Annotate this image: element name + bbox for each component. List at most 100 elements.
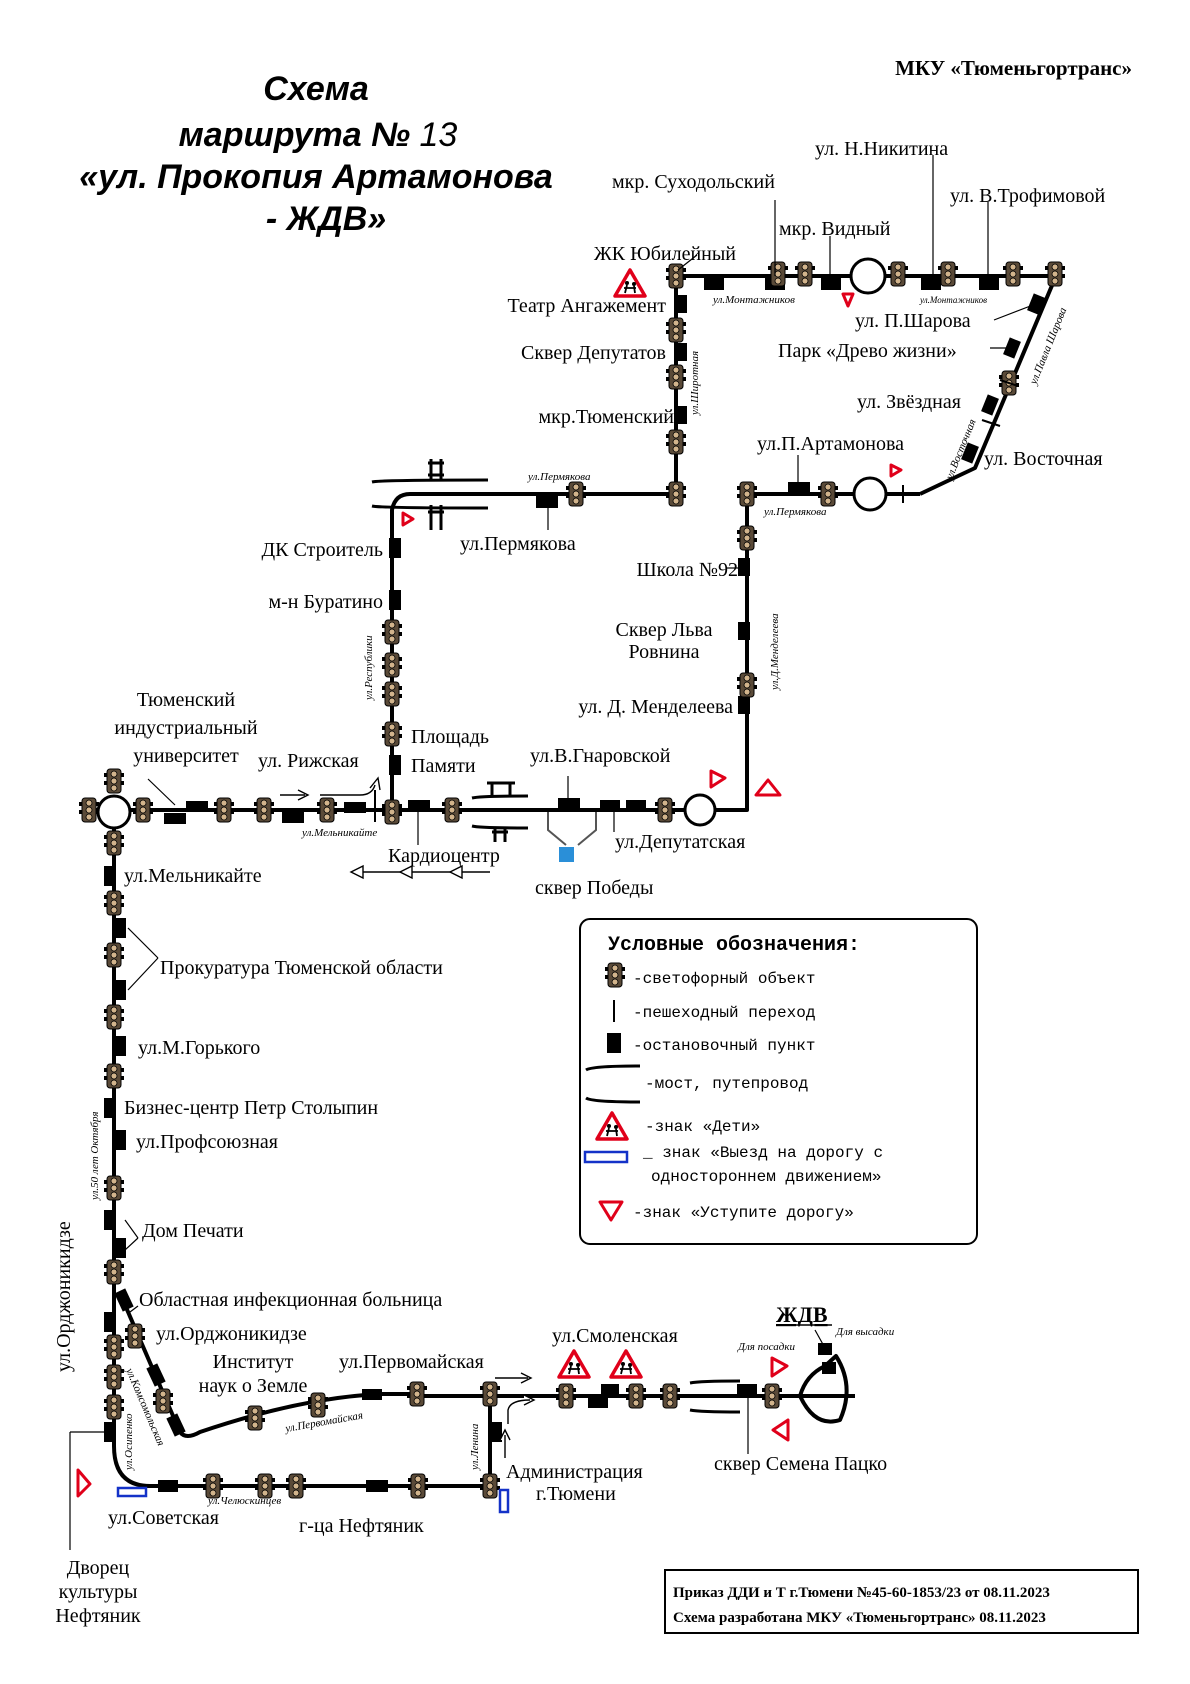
traffic-light-icon	[316, 797, 338, 823]
arrow-icon	[398, 864, 413, 880]
stop-marker	[818, 1343, 832, 1355]
traffic-light-icon	[565, 481, 587, 507]
street-label: ул.Пермякова	[763, 506, 827, 518]
legend-bridge: -мост, путепровод	[645, 1075, 808, 1093]
street-label: Для посадки	[737, 1341, 795, 1353]
legend: Условные обозначения: -светофорный объек…	[579, 918, 978, 1245]
legend-stop: -остановочный пункт	[633, 1037, 815, 1055]
street-label: ул.Широтная	[689, 351, 701, 416]
stop-label: Памяти	[411, 755, 476, 777]
stop-label: культуры	[59, 1581, 138, 1603]
stop-label: Школа №92	[636, 559, 738, 581]
stop-marker	[738, 696, 750, 714]
title-line1: Схема	[263, 70, 369, 108]
stop-marker	[104, 866, 116, 886]
stop-label: ул.Мельникайте	[124, 865, 262, 887]
traffic-light-icon	[937, 261, 959, 287]
arrow-icon	[280, 789, 310, 801]
traffic-light-icon	[103, 830, 125, 856]
traffic-light-icon	[604, 962, 626, 988]
route-number: 13	[420, 116, 458, 154]
traffic-light-icon	[736, 672, 758, 698]
callout-line	[129, 1305, 139, 1313]
bridge-symbol-3	[487, 781, 515, 797]
traffic-light-icon	[103, 890, 125, 916]
traffic-light-icon	[132, 797, 154, 823]
traffic-light-icon	[103, 1259, 125, 1285]
traffic-light-icon	[479, 1473, 501, 1499]
children-sign-icon	[613, 268, 647, 298]
traffic-light-icon	[285, 1473, 307, 1499]
bridge-symbol-4	[492, 827, 508, 842]
traffic-light-icon	[78, 797, 100, 823]
stop-label: сквер Семена Пацко	[714, 1453, 887, 1475]
legend-yield: -знак «Уступите дорогу»	[633, 1204, 854, 1222]
street-label: ул.Д.Менделеева	[769, 613, 781, 691]
traffic-light-icon	[124, 1323, 146, 1349]
traffic-light-icon	[665, 263, 687, 289]
stop-label: индустриальный	[114, 717, 257, 739]
stop-marker	[104, 1098, 116, 1118]
stop-label: Институт	[213, 1351, 294, 1373]
stop-marker	[389, 755, 401, 775]
traffic-light-icon	[381, 681, 403, 707]
stop-label: Театр Ангажемент	[507, 295, 666, 317]
road-zhdv-loop	[798, 1354, 849, 1424]
route-title: Схема маршрута № 13 «ул. Прокопия Артамо…	[79, 70, 553, 238]
traffic-light-icon	[665, 481, 687, 507]
arrow-icon	[320, 776, 381, 796]
stop-label: университет	[133, 745, 239, 767]
street-label: ул.Монтажников	[919, 295, 987, 305]
stop-marker	[737, 1384, 757, 1396]
stop-label: ул.Первомайская	[339, 1351, 484, 1373]
stop-marker	[981, 394, 999, 416]
traffic-light-icon	[381, 799, 403, 825]
stop-label: Сквер Льва	[615, 619, 712, 641]
street-label: Для высадки	[835, 1326, 895, 1338]
stop-marker	[961, 442, 979, 464]
stop-marker	[114, 918, 126, 938]
traffic-light-icon	[1002, 261, 1024, 287]
traffic-light-icon	[817, 481, 839, 507]
title-line3: «ул. Прокопия Артамонова	[79, 158, 553, 196]
stop-label: ул.В.Гнаровской	[530, 745, 671, 767]
stop-marker	[788, 482, 810, 494]
stop-marker	[738, 622, 750, 640]
stop-marker	[558, 798, 580, 810]
yield-sign-icon	[754, 778, 782, 797]
roundabout-artamonova	[852, 476, 888, 512]
stop-marker	[158, 1480, 178, 1492]
stop-marker	[588, 1396, 608, 1408]
traffic-light-icon	[103, 1063, 125, 1089]
stop-marker	[146, 1363, 166, 1387]
traffic-light-icon	[152, 1388, 174, 1414]
traffic-light-icon	[665, 364, 687, 390]
traffic-light-icon	[253, 797, 275, 823]
traffic-light-icon	[381, 721, 403, 747]
bridge-symbol-1	[428, 459, 444, 481]
stop-marker	[164, 813, 186, 824]
stop-label: ул. Звёздная	[857, 391, 961, 413]
traffic-light-icon	[103, 1334, 125, 1360]
legend-traffic-light: -светофорный объект	[633, 970, 815, 988]
traffic-light-icon	[103, 1394, 125, 1420]
traffic-light-icon	[794, 261, 816, 287]
stop-label: Сквер Депутатов	[521, 342, 666, 364]
traffic-light-icon	[736, 481, 758, 507]
oneway-legend-icon	[583, 1150, 629, 1164]
stop-label: Площадь	[411, 726, 489, 748]
yield-sign-icon	[598, 1200, 624, 1222]
stop-marker	[344, 802, 366, 813]
traffic-light-icon	[441, 797, 463, 823]
stop-label: Прокуратура Тюменской области	[160, 957, 443, 979]
stop-marker	[114, 980, 126, 1000]
traffic-light-icon	[479, 1381, 501, 1407]
title-line2: маршрута № 13	[179, 116, 458, 154]
stop-marker	[490, 1422, 502, 1442]
stop-label: ул.М.Горького	[138, 1037, 260, 1059]
street-label: ул.Челюскинцев	[207, 1495, 281, 1507]
yield-sign-icon	[841, 292, 855, 308]
arrow-icon	[499, 1428, 511, 1458]
yield-sign-icon	[709, 769, 727, 789]
bridge-respubliki	[371, 478, 489, 510]
